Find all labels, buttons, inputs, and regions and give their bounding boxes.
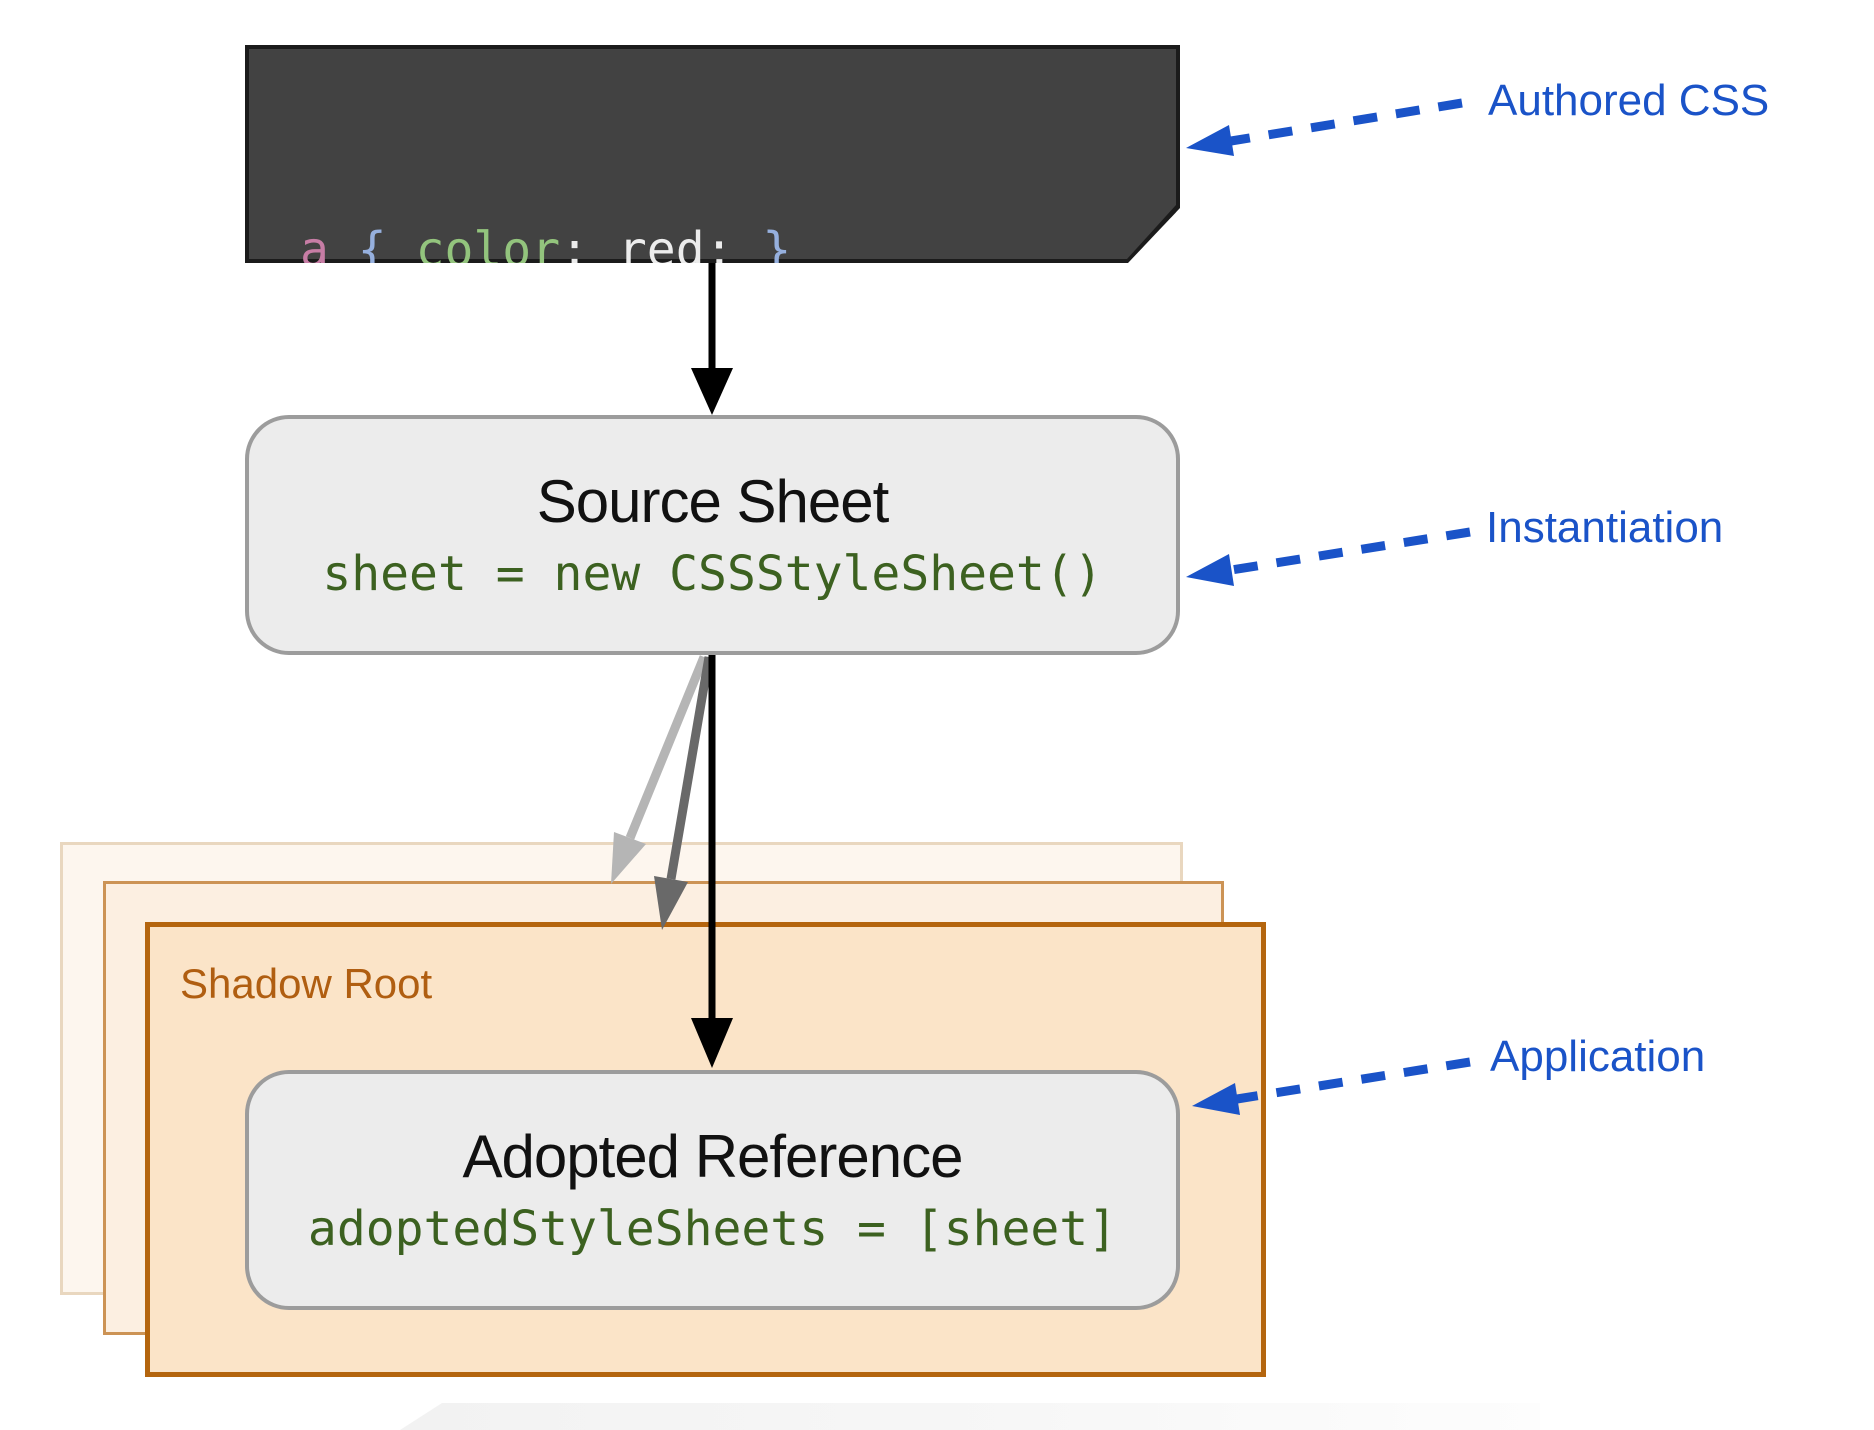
code-token: : <box>560 222 618 278</box>
adopted-reference-code: adoptedStyleSheets = [sheet] <box>307 1201 1118 1257</box>
annotation-authored-css: Authored CSS <box>1488 76 1770 125</box>
authored-css-code-surface <box>249 49 1176 259</box>
code-token: { <box>357 222 416 278</box>
code-line-1: a { color: red; } <box>300 221 878 278</box>
adopted-reference-box: Adopted Reference adoptedStyleSheets = [… <box>245 1070 1180 1310</box>
source-sheet-code: sheet = new CSSStyleSheet() <box>322 546 1103 602</box>
code-token: } <box>762 222 792 278</box>
arrow-annotation-authored <box>1186 98 1463 156</box>
code-token: red; <box>617 222 763 278</box>
annotation-application: Application <box>1490 1032 1706 1081</box>
source-sheet-box: Source Sheet sheet = new CSSStyleSheet() <box>245 415 1180 655</box>
code-token: color <box>415 222 561 278</box>
annotation-instantiation: Instantiation <box>1486 503 1724 552</box>
source-sheet-title: Source Sheet <box>536 467 890 535</box>
authored-css-code-box: a { color: red; } p { padding: 10px; } <box>245 45 1180 263</box>
authored-css-code: a { color: red; } p { padding: 10px; } <box>300 103 878 278</box>
arrow-code-to-source <box>691 263 733 415</box>
shadow-root-label: Shadow Root <box>180 960 433 1007</box>
code-token: a <box>300 222 358 278</box>
arrow-annotation-instantiation <box>1186 527 1471 586</box>
footer-shade <box>400 1403 1540 1430</box>
adopted-reference-title: Adopted Reference <box>462 1122 963 1190</box>
